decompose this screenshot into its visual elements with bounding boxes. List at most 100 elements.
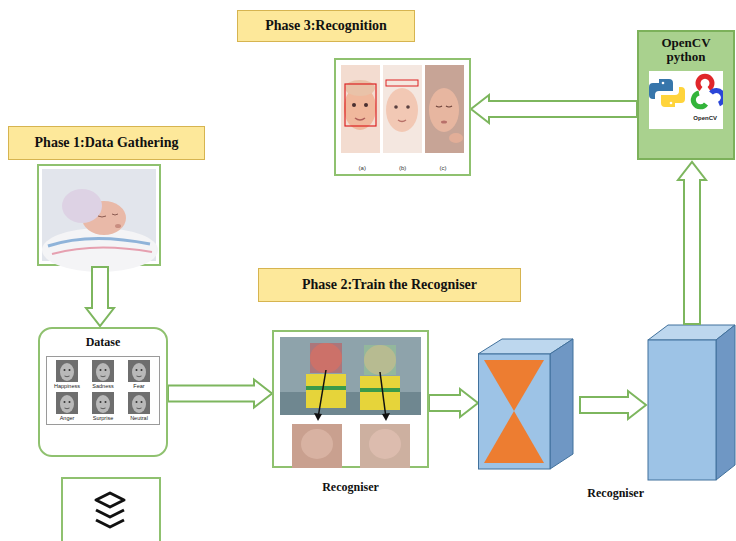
illustration-part bbox=[48, 238, 150, 246]
emotion-label: Fear bbox=[133, 383, 144, 389]
illustration bbox=[478, 338, 574, 470]
phase-label: Phase 3:Recognition bbox=[237, 10, 415, 42]
illustration-part bbox=[318, 370, 326, 418]
illustration-part bbox=[101, 376, 106, 378]
illustration-part bbox=[479, 354, 551, 469]
illustration-part bbox=[429, 88, 459, 132]
emotion-label: Anger bbox=[60, 415, 75, 421]
illustration-part bbox=[98, 216, 106, 217]
illustration-part bbox=[436, 106, 452, 107]
illustration-part bbox=[449, 133, 463, 143]
illustration-part bbox=[62, 478, 160, 541]
illustration-part bbox=[711, 90, 723, 103]
illustration-part bbox=[101, 408, 106, 410]
illustration-part bbox=[425, 65, 464, 153]
illustration-part bbox=[92, 392, 114, 414]
illustration-part bbox=[345, 84, 376, 126]
face-thumbnail bbox=[128, 360, 150, 382]
output-block bbox=[648, 325, 735, 480]
face-thumbnail bbox=[92, 392, 114, 414]
stage-label: Recogniser bbox=[322, 480, 379, 495]
illustration-part bbox=[364, 103, 368, 107]
illustration bbox=[56, 392, 78, 414]
sample-cell: Fear bbox=[121, 360, 157, 389]
illustration-part bbox=[661, 87, 685, 107]
illustration-part bbox=[292, 424, 342, 468]
model-block bbox=[478, 338, 574, 470]
flow-arrow bbox=[678, 162, 706, 324]
logo-text: OpenCV bbox=[693, 115, 717, 121]
illustration-part bbox=[406, 105, 410, 109]
recogniser-image bbox=[272, 330, 429, 468]
layers-icon-box bbox=[62, 478, 160, 541]
illustration-part bbox=[360, 424, 410, 468]
illustration-part bbox=[64, 401, 66, 403]
sub-caption: (a) bbox=[359, 165, 366, 171]
illustration-part bbox=[306, 386, 346, 390]
illustration-part bbox=[56, 360, 78, 382]
illustration-part bbox=[65, 376, 70, 378]
illustration-part bbox=[386, 80, 418, 86]
illustration-part bbox=[60, 395, 74, 413]
illustration-part bbox=[52, 247, 152, 254]
illustration-part bbox=[301, 429, 333, 459]
illustration-part bbox=[386, 88, 418, 132]
flow-arrow bbox=[580, 391, 646, 419]
illustration-part bbox=[115, 224, 121, 228]
illustration-part bbox=[137, 376, 142, 378]
illustration-part bbox=[360, 388, 400, 392]
illustration-part bbox=[280, 337, 421, 415]
sample-cell: Sadness bbox=[85, 360, 121, 389]
illustration-part bbox=[382, 413, 390, 421]
flow-arrow bbox=[471, 95, 637, 123]
illustration-part bbox=[352, 103, 356, 107]
illustration-part bbox=[69, 369, 71, 371]
illustration-part bbox=[364, 345, 396, 375]
stage-label: Recogniser bbox=[587, 486, 644, 501]
illustration-part bbox=[345, 80, 375, 96]
illustration-part bbox=[306, 374, 346, 408]
illustration-part bbox=[137, 408, 142, 410]
illustration-part bbox=[364, 345, 396, 375]
emotion-label: Sadness bbox=[92, 383, 113, 389]
face-thumbnail bbox=[56, 392, 78, 414]
caption-row: (a)(b)(c) bbox=[336, 165, 469, 171]
illustration-part bbox=[105, 369, 107, 371]
illustration bbox=[274, 332, 427, 473]
illustration-part bbox=[60, 363, 74, 381]
illustration-part bbox=[380, 372, 386, 418]
phase-title: Phase 3:Recognition bbox=[265, 18, 387, 34]
sample-cell: Anger bbox=[49, 392, 85, 421]
illustration bbox=[92, 360, 114, 382]
illustration-part bbox=[128, 360, 150, 382]
illustration-part bbox=[105, 401, 107, 403]
newborn-photo bbox=[38, 165, 160, 272]
illustration-part bbox=[132, 395, 146, 413]
illustration-part bbox=[693, 93, 706, 107]
tool-title: OpenCV python bbox=[650, 36, 722, 65]
illustration-part bbox=[310, 343, 342, 373]
flow-arrow bbox=[86, 267, 114, 326]
illustration-part bbox=[62, 189, 102, 223]
illustration-part bbox=[369, 429, 401, 459]
sub-caption: (b) bbox=[399, 165, 406, 171]
recogniser-panel: Recogniser bbox=[272, 330, 429, 495]
illustration-part bbox=[355, 118, 365, 120]
illustration-part bbox=[310, 343, 342, 373]
illustration-part bbox=[341, 65, 380, 153]
illustration-part bbox=[96, 395, 110, 413]
illustration-part bbox=[69, 401, 71, 403]
illustration-part bbox=[136, 401, 138, 403]
tool-box: OpenCV pythonOpenCV bbox=[637, 30, 735, 160]
illustration-part bbox=[698, 76, 712, 89]
illustration bbox=[649, 71, 723, 115]
phase-title: Phase 2:Train the Recogniser bbox=[302, 277, 477, 293]
illustration-part bbox=[96, 520, 124, 527]
illustration-part bbox=[141, 401, 143, 403]
sample-cell: Neutral bbox=[121, 392, 157, 421]
illustration-part bbox=[128, 392, 150, 414]
recogniser-block: Recogniser bbox=[478, 338, 644, 503]
illustration-part bbox=[550, 339, 573, 469]
illustration bbox=[56, 360, 78, 382]
